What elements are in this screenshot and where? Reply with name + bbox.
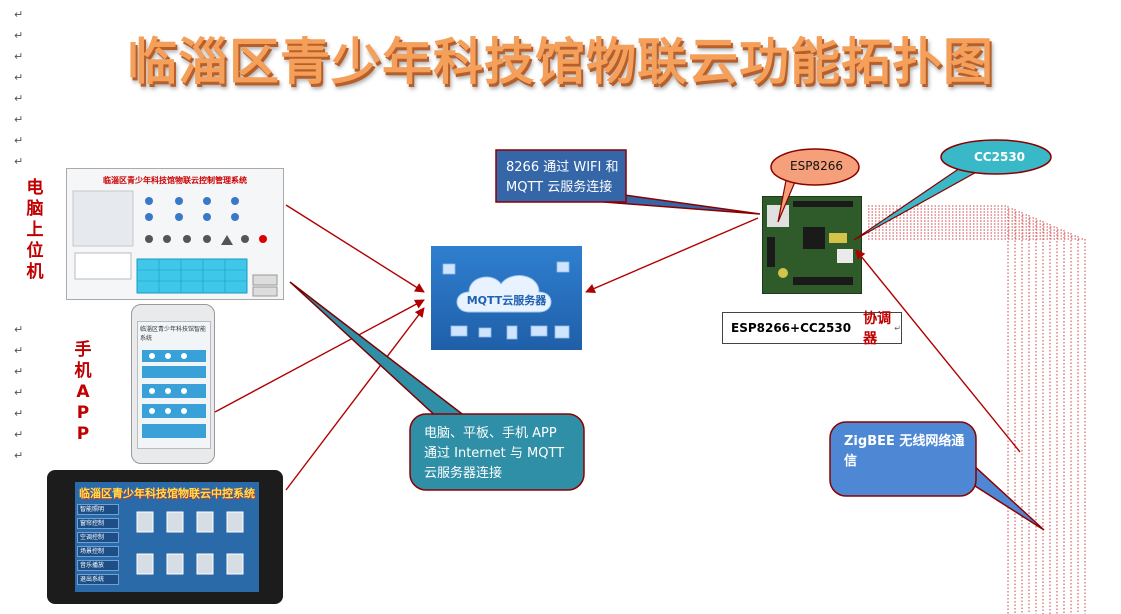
zigbee-line xyxy=(868,214,1030,614)
callout-internet-line2: 通过 Internet 与 MQTT xyxy=(424,446,565,461)
paragraph-mark: ↵ xyxy=(14,71,24,84)
zigbee-line xyxy=(868,220,1044,614)
paragraph-mark: ↵ xyxy=(14,134,24,147)
coordinator-model: ESP8266+CC2530 xyxy=(731,321,852,335)
paragraph-mark: ↵ xyxy=(14,323,24,336)
callout-wifi-text: 8266 通过 WIFI 和 MQTT 云服务连接 xyxy=(506,158,626,198)
paragraph-mark: ↵ xyxy=(14,92,24,105)
pc-software-graphic xyxy=(72,190,278,297)
pc-software-screenshot: 临淄区青少年科技馆物联云控制管理系统 xyxy=(66,168,284,300)
zigbee-line xyxy=(868,232,1072,614)
mqtt-cloud-server: MQTT云服务器 xyxy=(431,246,582,350)
callout-zigbee-text: ZigBEE 无线网络通 信 xyxy=(844,432,970,472)
zigbee-line xyxy=(868,235,1079,614)
tablet-menu-item[interactable]: 场景控制 xyxy=(77,546,119,557)
paragraph-mark: ↵ xyxy=(14,50,24,63)
phone-device: 临淄区青少年科技馆智能系统 xyxy=(131,304,215,464)
paragraph-mark: ↵ xyxy=(14,344,24,357)
tablet-app-title: 临淄区青少年科技馆物联云中控系统 xyxy=(79,487,255,500)
tablet-buttons-graphic xyxy=(136,511,244,575)
callout-esp8266-text: ESP8266 xyxy=(790,159,843,173)
callout-esp8266 xyxy=(770,148,860,223)
cloud-label: MQTT云服务器 xyxy=(466,294,547,307)
coordinator-label-box: ESP8266+CC2530 协调器 ↵ xyxy=(722,311,902,347)
tablet-menu-item[interactable]: 空调控制 xyxy=(77,532,119,543)
coordinator-role: 协调器 xyxy=(863,311,892,347)
paragraph-mark: ↵ xyxy=(894,323,901,333)
callout-zigbee-line2: 信 xyxy=(844,454,858,469)
tablet-device: 临淄区青少年科技馆物联云中控系统 智能照明窗帘控制空调控制场景控制音乐播放退出系… xyxy=(47,470,283,604)
callout-zigbee xyxy=(829,421,1045,531)
callout-internet xyxy=(289,281,585,491)
pc-label: 电脑上位机 xyxy=(24,178,46,283)
paragraph-mark: ↵ xyxy=(14,29,24,42)
paragraph-mark: ↵ xyxy=(14,155,24,168)
arrow-phone-to-cloud xyxy=(214,299,425,413)
callout-cc2530-text: CC2530 xyxy=(974,150,1026,164)
zigbee-line xyxy=(868,208,1016,614)
paragraph-mark: ↵ xyxy=(14,428,24,441)
zigbee-line xyxy=(868,238,1086,614)
pc-app-title: 临淄区青少年科技馆物联云控制管理系统 xyxy=(103,176,247,185)
arrow-board-to-cloud xyxy=(585,217,759,294)
tablet-menu-item[interactable]: 退出系统 xyxy=(77,574,119,585)
callout-cc2530 xyxy=(853,139,1052,241)
paragraph-mark: ↵ xyxy=(14,8,24,21)
zigbee-line xyxy=(868,223,1051,614)
tablet-menu-item[interactable]: 智能照明 xyxy=(77,504,119,515)
paragraph-marks: ↵↵↵↵↵↵↵↵↵↵↵↵↵↵↵↵↵↵↵↵↵↵ xyxy=(14,8,28,470)
callout-internet-line1: 电脑、平板、手机 APP xyxy=(424,426,557,441)
paragraph-mark: ↵ xyxy=(14,365,24,378)
page-title: 临淄区青少年科技馆物联云功能拓扑图 xyxy=(127,33,994,91)
callout-wifi-line1: 8266 通过 WIFI 和 xyxy=(506,160,619,175)
paragraph-mark: ↵ xyxy=(14,449,24,462)
cloud-graphic xyxy=(442,261,570,340)
zigbee-line xyxy=(868,229,1065,614)
phone-screen: 临淄区青少年科技馆智能系统 xyxy=(137,321,211,449)
arrow-pc-to-cloud xyxy=(285,204,425,293)
zigbee-signal-lines xyxy=(868,205,1086,614)
callout-internet-line3: 云服务器连接 xyxy=(424,466,503,481)
phone-app-title: 临淄区青少年科技馆智能系统 xyxy=(140,326,207,342)
callout-wifi xyxy=(495,149,761,215)
phone-app-graphic xyxy=(142,350,206,438)
paragraph-mark: ↵ xyxy=(14,407,24,420)
paragraph-mark: ↵ xyxy=(14,386,24,399)
zigbee-line xyxy=(868,217,1037,614)
zigbee-line xyxy=(868,211,1023,614)
zigbee-line xyxy=(868,205,1009,614)
tablet-menu-item[interactable]: 音乐播放 xyxy=(77,560,119,571)
tablet-screen: 临淄区青少年科技馆物联云中控系统 智能照明窗帘控制空调控制场景控制音乐播放退出系… xyxy=(75,482,259,592)
tablet-menu-item[interactable]: 窗帘控制 xyxy=(77,518,119,529)
arrow-zigbee-to-board xyxy=(855,249,1021,453)
callout-internet-text: 电脑、平板、手机 APP 通过 Internet 与 MQTT 云服务器连接 xyxy=(424,424,574,484)
zigbee-line xyxy=(868,226,1058,614)
callout-zigbee-line1: ZigBEE 无线网络通 xyxy=(844,434,965,449)
callout-wifi-line2: MQTT 云服务连接 xyxy=(506,180,613,195)
arrow-tablet-to-cloud xyxy=(285,307,425,491)
paragraph-mark: ↵ xyxy=(14,113,24,126)
side-label-text: 电脑上位机 xyxy=(26,178,44,282)
